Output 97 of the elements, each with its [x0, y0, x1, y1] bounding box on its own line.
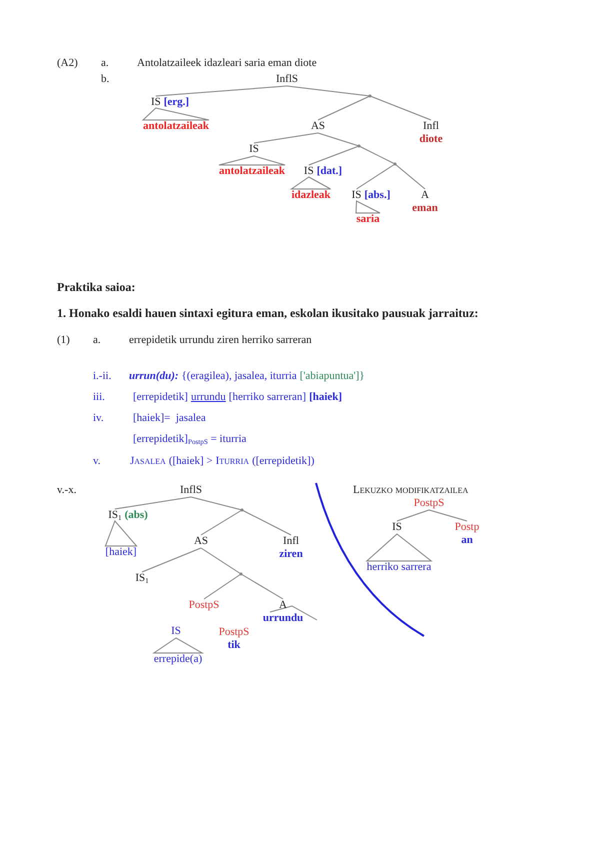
word-label: idazleak — [291, 189, 331, 202]
branch-line — [242, 510, 292, 536]
category-label: IS$_{1}$ — [135, 572, 149, 585]
text: errepidetik urrundu ziren herriko sarreran — [129, 334, 312, 346]
text: ([haiek] > — [168, 455, 213, 467]
branch-line — [200, 548, 242, 574]
word-label: antolatzaileak — [143, 120, 209, 133]
branch-line — [356, 164, 396, 190]
branch-point — [358, 144, 360, 148]
text: a. — [101, 57, 109, 69]
branch-point — [394, 162, 396, 166]
category-label: AS — [194, 535, 208, 548]
text: b. — [101, 73, 110, 85]
branch-line — [142, 548, 202, 572]
text: (A2) — [57, 57, 78, 69]
branch-line — [286, 86, 370, 96]
case-label: [dat.] — [316, 165, 342, 177]
branch-line — [318, 132, 360, 146]
word-label: antolatzaileak — [219, 165, 285, 178]
branch-line — [155, 86, 288, 96]
word-label: diote — [419, 133, 443, 146]
branch-line — [240, 574, 284, 600]
category-label: IS — [304, 165, 314, 177]
branch-line — [394, 164, 426, 190]
category-label: InflS — [180, 484, 202, 497]
category-label: PostpS — [414, 497, 444, 510]
branch-point — [240, 508, 244, 512]
branch-line — [370, 96, 432, 120]
roof-triangle — [355, 200, 380, 214]
text: 1. Honako esaldi hauen sintaxi egitura eman, eskolan ikusitako pausuak jarraituz: — [57, 306, 478, 320]
category-label: Infl — [422, 120, 440, 133]
text: (1) — [57, 334, 70, 346]
branch-point — [368, 94, 372, 98]
category-label: Postp — [454, 521, 480, 534]
category-label: IS$_{1}$ — [108, 509, 122, 521]
text: Praktika saioa: — [57, 280, 136, 294]
word-label: saria — [356, 213, 380, 226]
word-label: errepide(a) — [154, 653, 202, 666]
text: v. — [93, 455, 101, 467]
text: iv. — [93, 412, 104, 424]
word-label: [haiek] — [105, 546, 137, 559]
roof-triangle — [104, 520, 138, 546]
branch-line — [114, 496, 192, 510]
text: [herriko sarreran] — [228, 391, 306, 403]
text: [errepidetik] — [133, 391, 188, 403]
text: {(eragilea), jasalea, iturria — [182, 370, 297, 382]
branch-line — [190, 496, 242, 510]
roof-triangle — [152, 637, 204, 654]
branch-line — [396, 510, 430, 522]
branch-line — [254, 132, 318, 144]
case-label: urrundu — [262, 612, 304, 625]
roof-triangle — [218, 155, 286, 166]
branch-line — [204, 574, 242, 600]
category-label: InflS — [276, 73, 298, 86]
category-label: PostpS — [218, 626, 250, 639]
branch-point — [240, 572, 242, 576]
word-label: eman — [412, 202, 438, 215]
category-label: IS — [249, 143, 259, 156]
category-label: A — [420, 189, 430, 202]
category-label: PostpS — [188, 599, 220, 612]
case-label: (abs) — [124, 509, 148, 521]
branch-line — [318, 96, 370, 120]
word-label: herriko sarrera — [366, 561, 432, 574]
text: Jasalea — [130, 455, 166, 467]
text: v.-x. — [57, 484, 76, 496]
category-label: A — [278, 599, 288, 612]
category-label: AS — [310, 120, 326, 133]
text: i.-ii. — [93, 370, 112, 382]
roof-triangle — [365, 533, 433, 562]
branch-line — [428, 510, 468, 522]
text: Antolatzaileek idazleari saria eman diote — [137, 57, 317, 69]
text: ([errepidetik]) — [252, 455, 314, 467]
roof-triangle — [142, 107, 210, 120]
case-label: ziren — [279, 548, 303, 561]
category-label: IS — [352, 189, 362, 201]
text: [haiek]= jasalea — [133, 412, 206, 424]
case-label: an — [460, 534, 474, 547]
case-label: tik — [226, 639, 242, 652]
word-label: IS — [171, 625, 181, 638]
text: iii. — [93, 391, 105, 403]
branch-line — [200, 510, 242, 536]
text: urrun(du): — [129, 370, 179, 382]
text: urrundu — [190, 391, 226, 403]
branch-line — [308, 146, 360, 166]
case-label: [abs.] — [364, 189, 390, 201]
category-label: Infl — [282, 535, 300, 548]
category-label: IS — [150, 96, 161, 108]
text: [haiek] — [309, 391, 342, 403]
text: ['abiapuntua']} — [300, 370, 365, 382]
text: [errepidetik]$_{PostpS}$ = iturria — [133, 433, 246, 445]
text: Iturria — [216, 455, 250, 467]
case-label: [erg.] — [164, 96, 190, 108]
text: Lekuzko modifikatzailea — [353, 484, 468, 496]
branch-line — [358, 146, 396, 164]
roof-triangle — [290, 176, 332, 190]
text: a. — [93, 334, 101, 346]
category-label: IS — [392, 521, 402, 534]
